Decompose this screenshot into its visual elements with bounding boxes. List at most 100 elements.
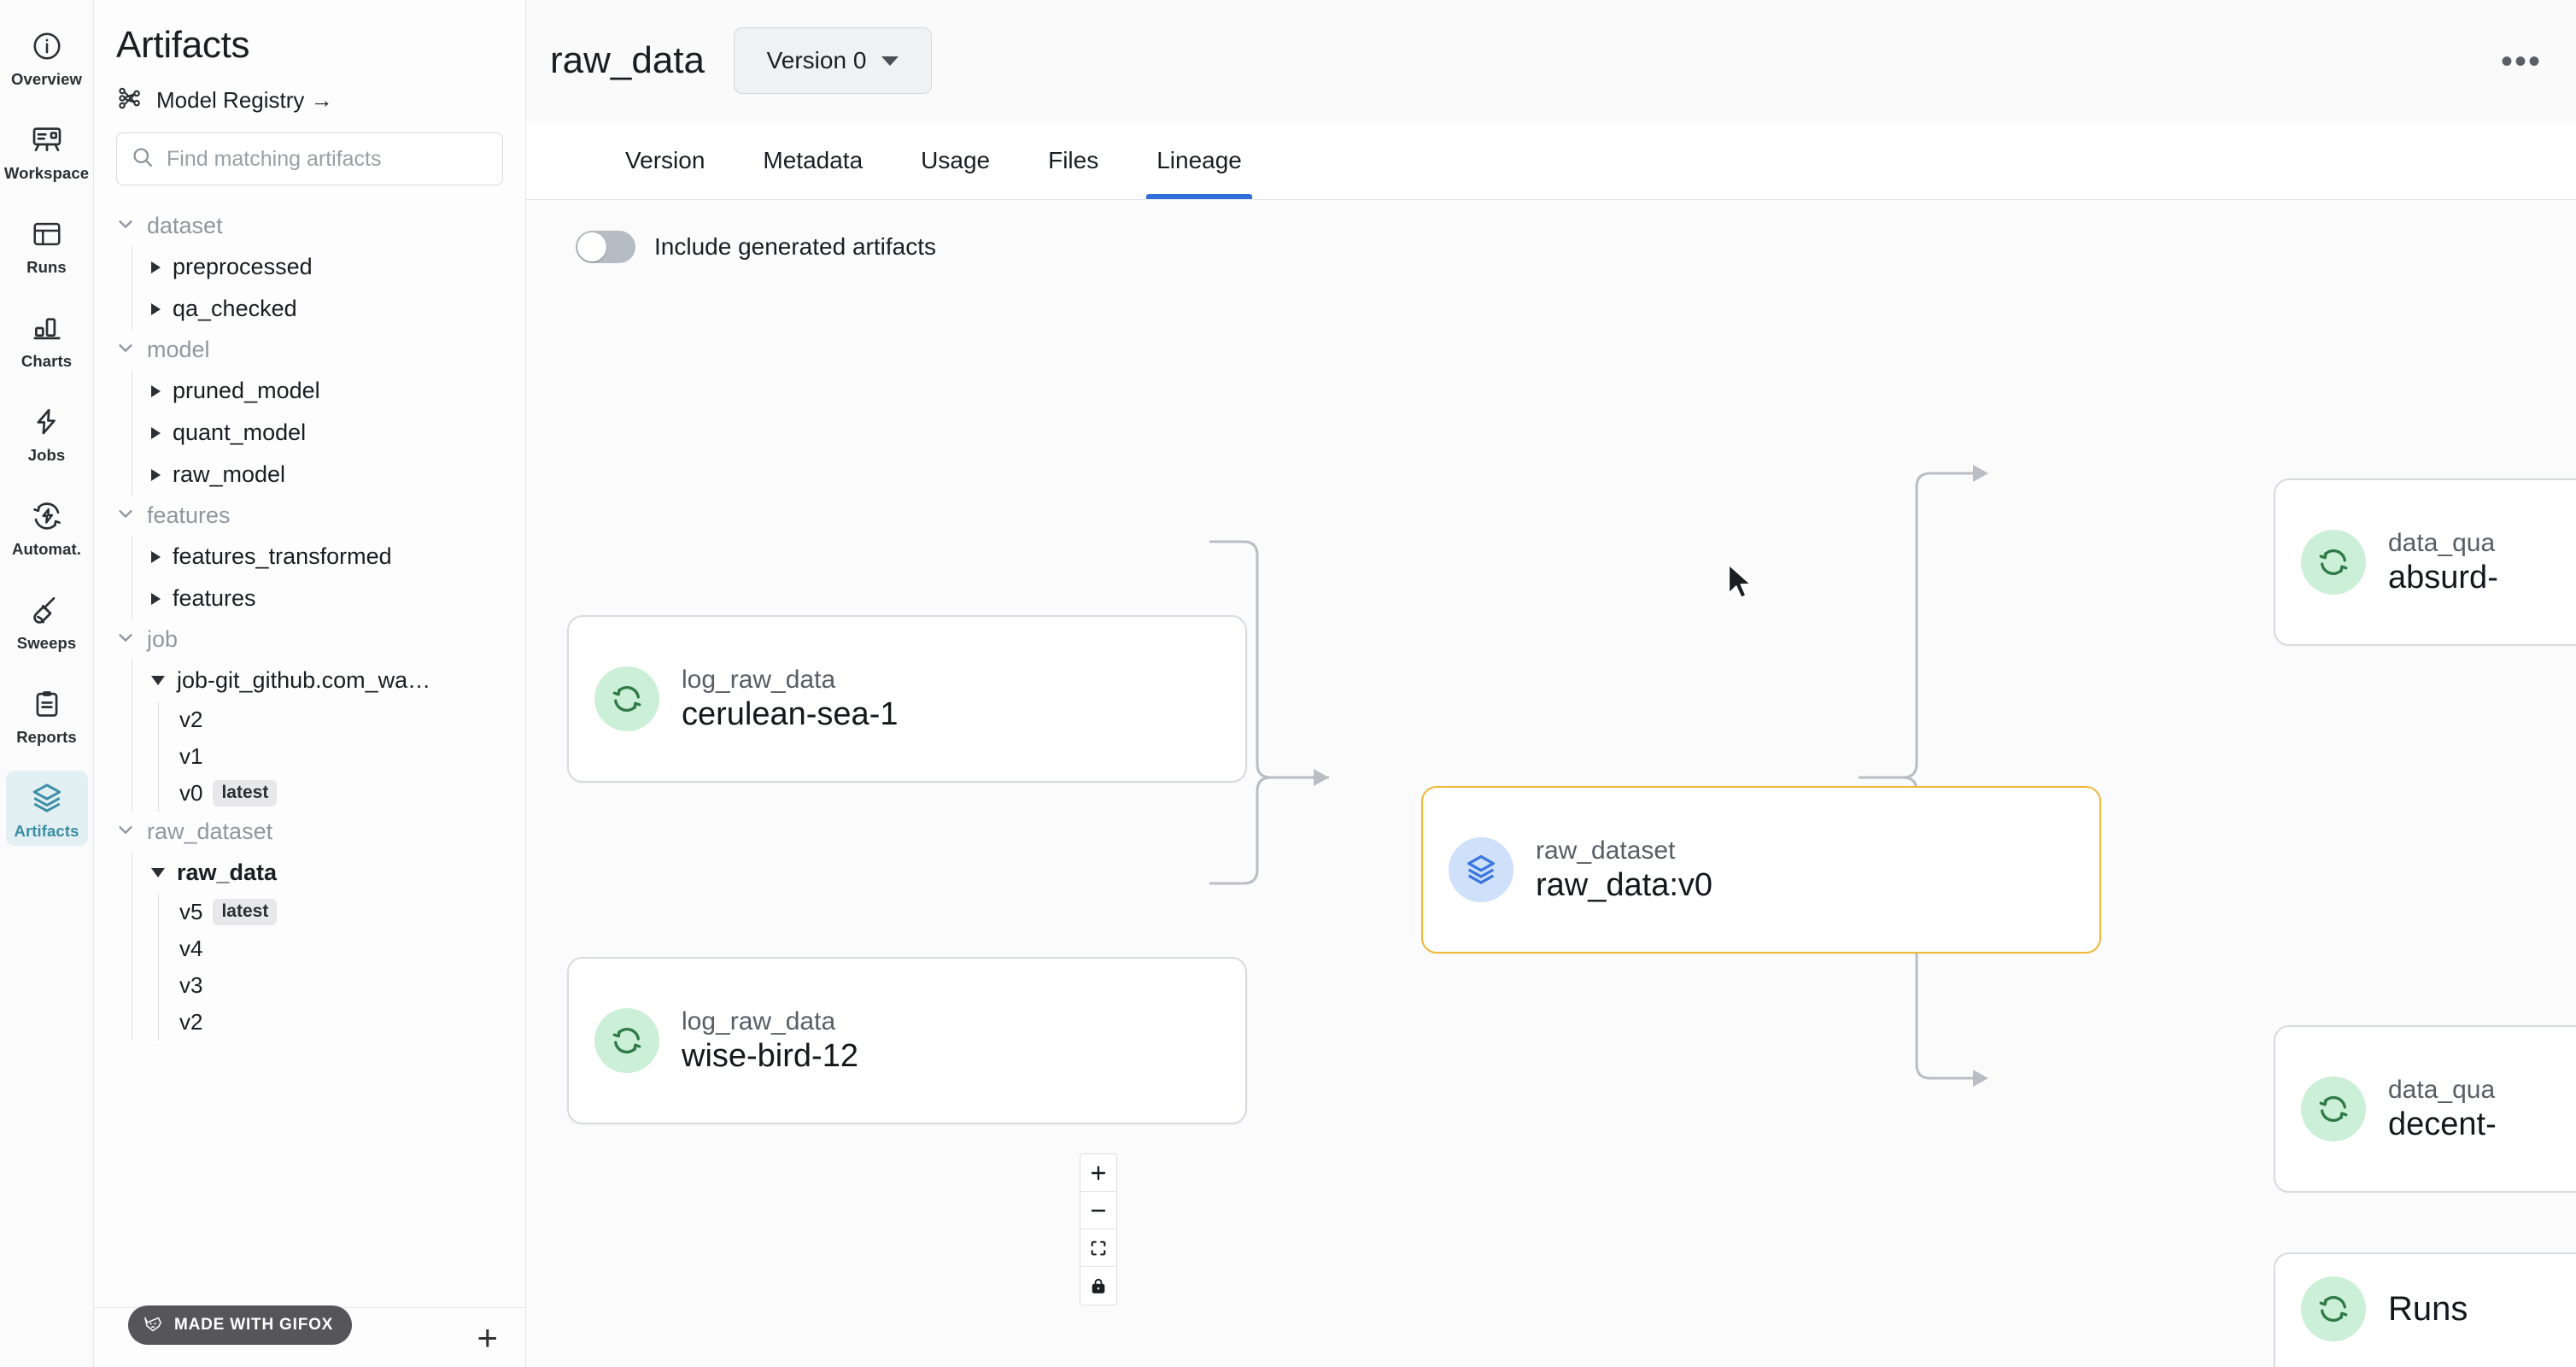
rail-label: Workspace <box>3 164 90 182</box>
chevron-down-icon <box>116 214 135 238</box>
node-type: data_qua <box>2388 1075 2496 1104</box>
tree-group-label: features <box>147 502 231 528</box>
zoom-controls <box>1080 1153 1117 1305</box>
fit-view-button[interactable] <box>1080 1229 1116 1267</box>
tab-files[interactable]: Files <box>1048 146 1099 173</box>
toggle-knob <box>577 232 606 261</box>
rail-label: Overview <box>10 70 83 88</box>
include-generated-toggle[interactable] <box>576 231 635 263</box>
latest-badge: latest <box>213 780 278 807</box>
run-icon <box>594 1008 659 1073</box>
rail-item-overview[interactable]: Overview <box>6 19 88 94</box>
rail-item-jobs[interactable]: Jobs <box>6 395 88 470</box>
tree-item-label: pruned_model <box>173 378 320 403</box>
layers-icon <box>28 779 66 817</box>
tree-item-preprocessed[interactable]: preprocessed <box>132 246 525 288</box>
zoom-out-button[interactable] <box>1080 1192 1116 1229</box>
runs-overlay-panel[interactable]: Runs Search Ru <box>2274 1253 2576 1367</box>
node-name: wise-bird-12 <box>682 1037 858 1074</box>
node-name: decent- <box>2388 1106 2497 1142</box>
triangle-down-icon <box>151 676 165 685</box>
tree-group-children: job-git_github.com_wa… v2 v1 v0 latest <box>132 660 525 812</box>
search-icon <box>131 145 155 173</box>
version-item-v2[interactable]: v2 <box>159 1004 525 1041</box>
mouse-cursor <box>1725 562 1754 606</box>
tab-version[interactable]: Version <box>625 146 705 173</box>
version-item-v1[interactable]: v1 <box>159 738 525 775</box>
rail-item-sweeps[interactable]: Sweeps <box>6 583 88 658</box>
triangle-right-icon <box>151 592 161 605</box>
version-item-v4[interactable]: v4 <box>159 930 525 967</box>
tree-item-label: quant_model <box>173 419 307 445</box>
model-registry-link[interactable]: Model Registry → <box>94 75 525 127</box>
artifact-search[interactable] <box>116 132 503 185</box>
tab-usage[interactable]: Usage <box>921 146 991 173</box>
gifox-label: MADE WITH GIFOX <box>174 1316 334 1334</box>
tab-lineage[interactable]: Lineage <box>1127 121 1271 199</box>
rail-item-reports[interactable]: Reports <box>6 677 88 752</box>
version-label: v5 <box>179 899 203 924</box>
lineage-node-run[interactable]: log_raw_data cerulean-sea-1 <box>567 615 1247 783</box>
rail-label: Runs <box>26 258 67 276</box>
add-artifact-button[interactable]: + <box>477 1317 498 1358</box>
tree-item-features[interactable]: features <box>132 578 525 619</box>
tree-item-raw_data[interactable]: raw_data <box>132 852 525 894</box>
workspace-icon <box>28 121 66 159</box>
tree-item-qa_checked[interactable]: qa_checked <box>132 288 525 330</box>
tree-item-features_transformed[interactable]: features_transformed <box>132 536 525 578</box>
tree-item-job-git_github.com_wa…[interactable]: job-git_github.com_wa… <box>132 660 525 701</box>
tree-group: job job-git_github.com_wa… v2 v1 v0 latest <box>94 619 525 812</box>
automation-icon <box>28 497 66 535</box>
tree-group-label: dataset <box>147 213 223 238</box>
rail-label: Jobs <box>27 446 66 464</box>
tree-item-quant_model[interactable]: quant_model <box>132 412 525 454</box>
rail-label: Artifacts <box>14 822 79 840</box>
broom-icon <box>28 591 66 629</box>
triangle-down-icon <box>151 868 165 877</box>
tree-group-header-features[interactable]: features <box>94 496 525 536</box>
zoom-in-button[interactable] <box>1080 1154 1116 1192</box>
rail-item-artifacts[interactable]: Artifacts <box>5 771 88 846</box>
include-generated-row: Include generated artifacts <box>526 200 2576 263</box>
tree-item-label: raw_model <box>173 461 286 487</box>
rail-item-workspace[interactable]: Workspace <box>3 113 90 188</box>
overflow-menu-button[interactable]: ••• <box>2500 43 2542 80</box>
chevron-down-icon <box>116 504 135 527</box>
version-item-v0[interactable]: v0 latest <box>159 775 525 812</box>
lineage-node-run[interactable]: data_qua absurd- <box>2274 478 2576 646</box>
version-label: v0 <box>179 780 203 806</box>
triangle-right-icon <box>151 261 161 273</box>
tree-item-label: qa_checked <box>173 296 297 321</box>
rail-item-charts[interactable]: Charts <box>6 301 88 376</box>
tree-group-header-job[interactable]: job <box>94 619 525 660</box>
tree-item-pruned_model[interactable]: pruned_model <box>132 370 525 412</box>
version-item-v3[interactable]: v3 <box>159 967 525 1004</box>
chevron-down-icon <box>116 628 135 651</box>
tree-group-label: job <box>147 626 179 652</box>
lineage-node-run[interactable]: data_qua decent- <box>2274 1025 2576 1193</box>
rail-item-runs[interactable]: Runs <box>6 207 88 282</box>
triangle-right-icon <box>151 302 161 315</box>
tree-group-children: preprocessed qa_checked <box>132 246 525 330</box>
tree-item-raw_model[interactable]: raw_model <box>132 454 525 496</box>
lock-view-button[interactable] <box>1080 1267 1116 1305</box>
version-selector[interactable]: Version 0 <box>734 27 933 94</box>
rail-label: Charts <box>20 352 73 370</box>
version-label: v4 <box>179 936 203 961</box>
version-item-v2[interactable]: v2 <box>159 701 525 738</box>
lineage-node-artifact-selected[interactable]: raw_dataset raw_data:v0 <box>1421 786 2101 953</box>
lineage-node-run[interactable]: log_raw_data wise-bird-12 <box>567 957 1247 1124</box>
tree-group-header-dataset[interactable]: dataset <box>94 206 525 246</box>
rail-item-automations[interactable]: Automat. <box>6 489 88 564</box>
tab-metadata[interactable]: Metadata <box>763 146 864 173</box>
tree-group-header-raw_dataset[interactable]: raw_dataset <box>94 812 525 852</box>
version-label: v2 <box>179 707 203 732</box>
tree-group-header-model[interactable]: model <box>94 330 525 370</box>
lineage-canvas[interactable]: Include generated artifacts <box>526 200 2576 1367</box>
search-input[interactable] <box>167 146 489 172</box>
include-generated-label: Include generated artifacts <box>654 233 936 260</box>
